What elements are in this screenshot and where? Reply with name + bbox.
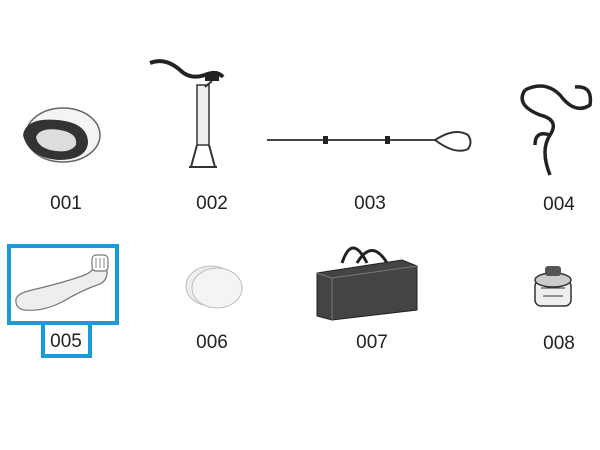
part-label-003: 003 (354, 193, 386, 214)
part-label-002: 002 (196, 193, 228, 214)
highlight-label-box-005 (41, 321, 92, 358)
bag-icon (23, 107, 101, 163)
wrench-icon (15, 254, 109, 311)
part-label-006: 006 (196, 332, 228, 353)
carry-bag-icon (316, 246, 418, 321)
paddle-icon (267, 130, 472, 152)
part-label-005: 005 (50, 331, 82, 352)
part-label-008: 008 (543, 333, 575, 354)
part-label-007: 007 (356, 332, 388, 353)
leash-icon (520, 84, 593, 176)
part-label-004: 004 (543, 194, 575, 215)
patch-icon (185, 265, 243, 309)
part-label-001: 001 (50, 193, 82, 214)
pump-icon (149, 59, 225, 168)
valve-icon (534, 266, 572, 307)
